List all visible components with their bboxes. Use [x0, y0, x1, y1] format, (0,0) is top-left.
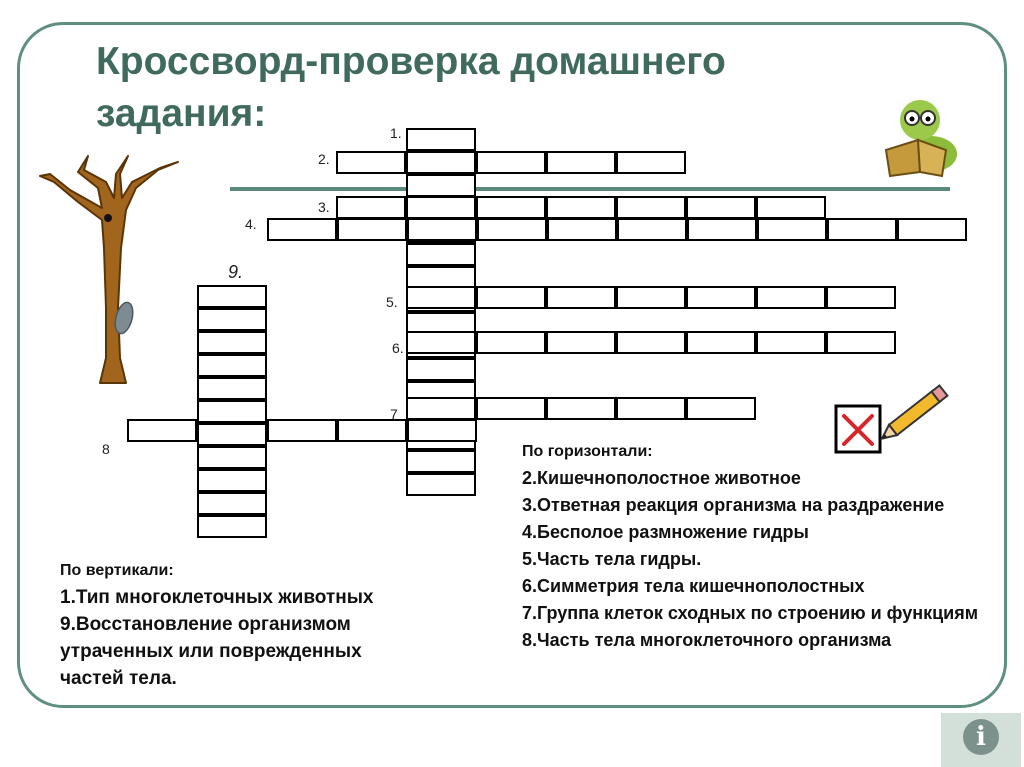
- clue-down-9-cont: частей тела.: [60, 668, 177, 689]
- word-2-cell[interactable]: [546, 151, 616, 174]
- clue-number-2: 2.: [318, 151, 330, 167]
- word-2-cell[interactable]: [616, 151, 686, 174]
- word-4-cell[interactable]: [617, 218, 687, 241]
- clue-across-3: 3.Ответная реакция организма на раздраже…: [522, 495, 945, 515]
- word-9-cell[interactable]: [197, 354, 267, 377]
- clues-vertical: По вертикали: 1.Тип многоклеточных живот…: [60, 562, 430, 692]
- word-7-cell[interactable]: [406, 397, 476, 420]
- word-5-cell[interactable]: [616, 286, 686, 309]
- word-5-cell[interactable]: [686, 286, 756, 309]
- word-7-cell[interactable]: [686, 397, 756, 420]
- word-3-cell[interactable]: [336, 196, 406, 219]
- clues-horizontal-heading: По горизонтали:: [522, 443, 653, 460]
- word-3-cell[interactable]: [406, 196, 476, 219]
- word-4-cell[interactable]: [407, 218, 477, 241]
- title-line-2: задания:: [96, 92, 267, 135]
- clues-vertical-heading: По вертикали:: [60, 562, 174, 579]
- word-6-cell[interactable]: [406, 331, 476, 354]
- info-icon: i: [963, 719, 999, 755]
- clue-across-6: 6.Симметрия тела кишечнополостных: [522, 576, 865, 596]
- word-5-cell[interactable]: [546, 286, 616, 309]
- clue-number-8: 8: [102, 441, 110, 457]
- word-1-cell[interactable]: [406, 358, 476, 381]
- word-7-cell[interactable]: [616, 397, 686, 420]
- slide-frame: [17, 22, 1007, 708]
- word-7-cell[interactable]: [476, 397, 546, 420]
- word-6-cell[interactable]: [546, 331, 616, 354]
- clue-number-7: 7: [390, 406, 398, 422]
- word-9-cell[interactable]: [197, 377, 267, 400]
- info-button[interactable]: i: [941, 713, 1021, 767]
- bookworm-reading-icon: [884, 100, 957, 178]
- hydra-illustration: [39, 155, 179, 384]
- clue-across-4: 4.Бесполое размножение гидры: [522, 522, 809, 542]
- word-1-cell[interactable]: [406, 151, 476, 174]
- word-5-cell[interactable]: [406, 286, 476, 309]
- word-3-cell[interactable]: [546, 196, 616, 219]
- word-9-cell[interactable]: [197, 331, 267, 354]
- word-9-cell[interactable]: [197, 446, 267, 469]
- word-4-cell[interactable]: [757, 218, 827, 241]
- word-8-cell[interactable]: [127, 419, 197, 442]
- checkbox-x-icon: [834, 404, 882, 454]
- word-6-cell[interactable]: [476, 331, 546, 354]
- word-1-cell[interactable]: [406, 174, 476, 197]
- word-9-cell[interactable]: [197, 400, 267, 423]
- clue-number-4: 4.: [245, 216, 257, 232]
- word-1-cell[interactable]: [406, 450, 476, 473]
- word-4-cell[interactable]: [337, 218, 407, 241]
- word-8-cell[interactable]: [407, 419, 477, 442]
- word-2-cell[interactable]: [476, 151, 546, 174]
- word-9-cell[interactable]: [197, 469, 267, 492]
- word-6-cell[interactable]: [616, 331, 686, 354]
- pencil-icon: [880, 384, 949, 441]
- word-4-cell[interactable]: [477, 218, 547, 241]
- divider-line: [230, 187, 950, 191]
- word-9-cell[interactable]: [197, 285, 267, 308]
- clue-number-9: 9.: [228, 262, 244, 282]
- clues-horizontal: По горизонтали: 2.Кишечнополостное живот…: [522, 443, 1002, 654]
- word-7-cell[interactable]: [546, 397, 616, 420]
- clue-across-8: 8.Часть тела многоклеточного организма: [522, 630, 892, 650]
- word-3-cell[interactable]: [616, 196, 686, 219]
- word-6-cell[interactable]: [686, 331, 756, 354]
- word-4-cell[interactable]: [897, 218, 967, 241]
- page-title: Кроссворд-проверка домашнего задания:: [96, 36, 726, 140]
- word-9-cell[interactable]: [197, 308, 267, 331]
- word-8-cell[interactable]: [267, 419, 337, 442]
- word-9-cell[interactable]: [197, 492, 267, 515]
- word-1-cell[interactable]: [406, 473, 476, 496]
- word-2-cell[interactable]: [336, 151, 406, 174]
- word-1-cell[interactable]: [406, 128, 476, 151]
- clue-number-6: 6.: [392, 340, 404, 356]
- word-9-cell[interactable]: [197, 515, 267, 538]
- word-1-cell[interactable]: [406, 243, 476, 266]
- clue-across-5: 5.Часть тела гидры.: [522, 549, 702, 569]
- title-line-1: Кроссворд-проверка домашнего: [96, 40, 726, 83]
- word-4-cell[interactable]: [547, 218, 617, 241]
- word-4-cell[interactable]: [267, 218, 337, 241]
- word-3-cell[interactable]: [756, 196, 826, 219]
- word-3-cell[interactable]: [686, 196, 756, 219]
- word-9-cell[interactable]: [197, 423, 267, 446]
- word-6-cell[interactable]: [756, 331, 826, 354]
- word-5-cell[interactable]: [756, 286, 826, 309]
- clue-across-2: 2.Кишечнополостное животное: [522, 468, 801, 488]
- clue-number-1: 1.: [390, 125, 402, 141]
- clue-down-9: 9.Восстановление организмом утраченных и…: [60, 614, 362, 662]
- word-5-cell[interactable]: [476, 286, 546, 309]
- clue-number-3: 3.: [318, 199, 330, 215]
- word-4-cell[interactable]: [827, 218, 897, 241]
- clue-number-5: 5.: [386, 294, 398, 310]
- word-6-cell[interactable]: [826, 331, 896, 354]
- word-5-cell[interactable]: [826, 286, 896, 309]
- word-4-cell[interactable]: [687, 218, 757, 241]
- word-8-cell[interactable]: [337, 419, 407, 442]
- word-3-cell[interactable]: [476, 196, 546, 219]
- clue-down-1: 1.Тип многоклеточных животных: [60, 587, 374, 608]
- clue-across-7: 7.Группа клеток сходных по строению и фу…: [522, 603, 979, 623]
